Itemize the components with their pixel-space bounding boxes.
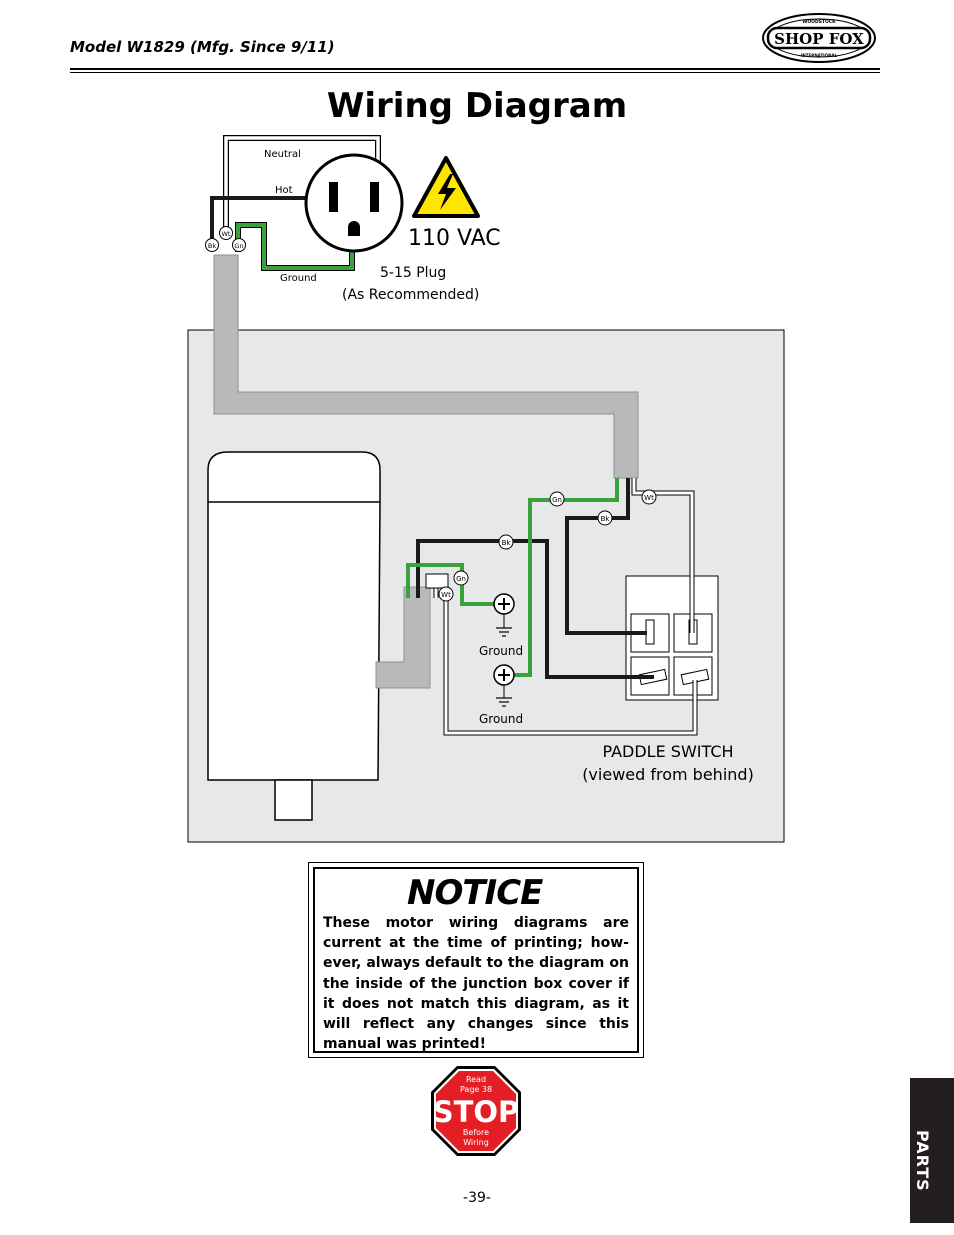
svg-text:Gn: Gn (552, 496, 562, 504)
svg-text:Bk: Bk (601, 515, 611, 523)
line-white-wire (632, 478, 694, 633)
svg-text:Wt: Wt (441, 591, 451, 599)
stop-bottom-line2: Wiring (463, 1138, 489, 1147)
motor-shaft (274, 779, 313, 821)
notice-box: NOTICE These motor wiring diagrams are c… (308, 862, 644, 1058)
svg-text:Bk: Bk (208, 242, 216, 250)
voltage-label: 110 VAC (408, 226, 501, 251)
plug-label: 5-15 Plug (380, 265, 446, 281)
ground-label-1: Ground (479, 644, 523, 658)
tag-bk-line (597, 510, 613, 526)
line-black-wire (565, 478, 647, 635)
receptacle-slot-right (370, 182, 379, 212)
plug-ground-label: Ground (280, 273, 317, 284)
logo-ring-top: WOODSTOCK (802, 19, 836, 25)
svg-text:Bk: Bk (502, 539, 512, 547)
shop-fox-logo: SHOP FOX WOODSTOCK INTERNATIONAL (762, 13, 876, 63)
logo-text: SHOP FOX (774, 30, 864, 48)
tag-gn-plug (232, 238, 246, 252)
parts-tab-label: PARTS (913, 1130, 932, 1192)
neutral-wire (224, 136, 380, 233)
svg-text:Gn: Gn (234, 242, 243, 250)
tag-wt-line (641, 489, 657, 505)
plug-note: (As Recommended) (342, 287, 479, 303)
logo-ring-bottom: INTERNATIONAL (801, 53, 838, 58)
tag-bk-plug (205, 238, 219, 252)
tag-gn-line (549, 491, 565, 507)
parts-side-tab[interactable] (910, 1078, 954, 1223)
stop-bottom-line1: Before (463, 1128, 489, 1137)
line-ground-wire (504, 478, 619, 677)
motor-body (207, 451, 381, 781)
tag-bk-motor (498, 534, 514, 550)
motor-black-wire (416, 539, 654, 679)
lightning-bolt-icon (438, 174, 456, 210)
svg-text:Wt: Wt (644, 494, 654, 502)
page-number: -39- (463, 1190, 491, 1206)
motor-ground-wire (406, 563, 504, 606)
receptacle (304, 153, 404, 253)
switch-label: PADDLE SWITCH (602, 742, 733, 761)
receptacle-ground-hole (348, 221, 360, 236)
stop-top-line2: Page 38 (460, 1085, 492, 1094)
switch-terminal-1 (645, 619, 655, 645)
notice-text: These motor wiring diagrams are current … (323, 915, 629, 1053)
header-rule (70, 68, 880, 70)
hot-wire (210, 196, 322, 240)
stop-word: STOP (433, 1095, 520, 1129)
neutral-label: Neutral (264, 149, 301, 160)
hot-label: Hot (275, 185, 293, 196)
svg-text:Gn: Gn (456, 575, 466, 583)
header-rule-thin (70, 72, 880, 73)
notice-title: NOTICE (407, 873, 543, 913)
stop-sign-icon: Read Page 38 STOP Before Wiring (431, 1066, 521, 1156)
ground-wire (236, 223, 354, 270)
svg-text:Wt: Wt (222, 230, 231, 238)
tag-wt-motor (438, 586, 454, 602)
ground-label-2: Ground (479, 712, 523, 726)
receptacle-slot-left (329, 182, 338, 212)
stop-top-line1: Read (466, 1075, 486, 1084)
switch-note: (viewed from behind) (582, 765, 754, 784)
tag-gn-motor (453, 570, 469, 586)
page-title: Wiring Diagram (326, 86, 628, 126)
power-cord-conduit (213, 254, 639, 479)
tag-wt-plug (219, 226, 233, 240)
model-header: Model W1829 (Mfg. Since 9/11) (70, 38, 335, 56)
wiring-diagram: Neutral Hot Ground Bk Wt Gn 110 VAC 5-15… (187, 135, 785, 843)
